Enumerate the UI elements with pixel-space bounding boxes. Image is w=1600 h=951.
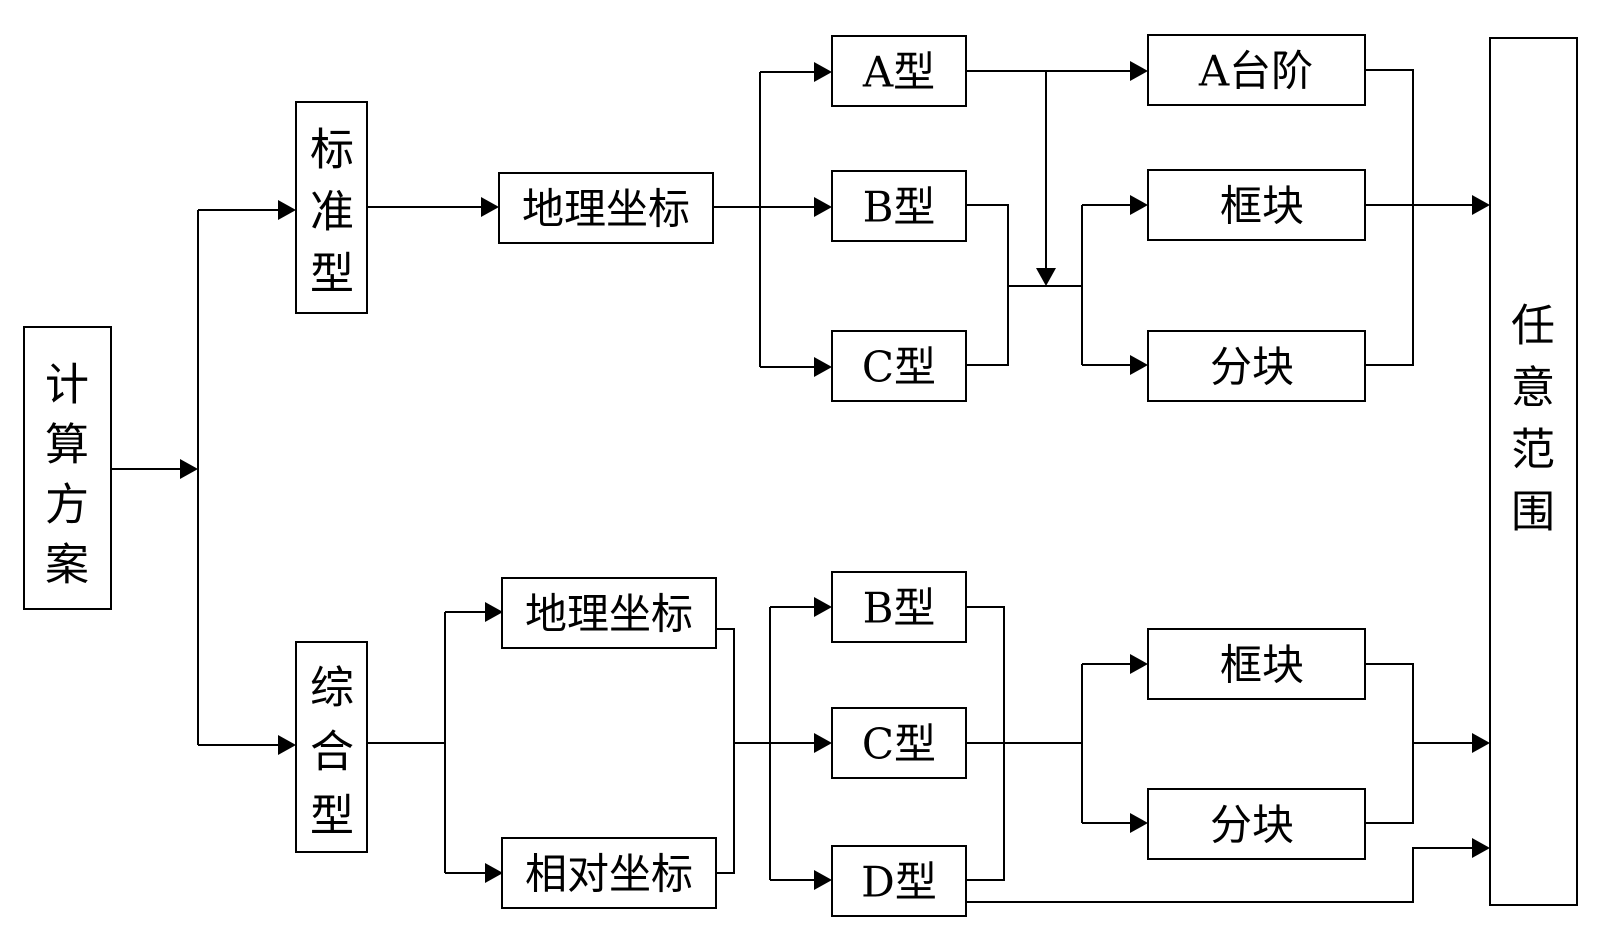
node-split-bot-label: 分块 [1210,801,1294,850]
node-standard-char-3: 型 [310,249,354,300]
arrow-to-standard [278,200,296,220]
node-plan-char-2: 算 [45,420,89,471]
node-type-d-label: D型 [861,858,937,907]
arrow-to-integrated [278,735,296,755]
node-geo-bottom-label: 地理坐标 [525,590,693,639]
node-a-step: A台阶 [1147,34,1366,106]
arrow-to-a-step [1130,61,1148,81]
node-plan-char-4: 案 [45,540,89,591]
arrow-to-relative [485,863,503,883]
arrow-d-to-range [1472,838,1490,858]
wire-coords-collect [716,628,735,874]
arrow-bot-to-range [1472,733,1490,753]
node-a-step-label: A台阶 [1198,47,1313,96]
node-standard-char-2: 准 [310,187,354,238]
node-type-a: A型 [831,35,967,107]
node-plan-char-3: 方 [45,480,89,531]
node-type-c-bot: C型 [831,707,967,779]
node-type-c-bot-label: C型 [862,720,936,769]
node-split-top-label: 分块 [1210,343,1294,392]
arrow-to-split-top [1130,355,1148,375]
node-type-b-bot: B型 [831,571,967,643]
node-geo-top: 地理坐标 [498,172,714,244]
arrow-to-type-a [814,62,832,82]
arrow-to-frame-top [1130,195,1148,215]
node-geo-top-label: 地理坐标 [522,185,690,234]
node-standard-char-1: 标 [310,125,354,176]
node-frame-bot-label: 框块 [1220,641,1304,690]
node-any-range-char-2: 意 [1511,363,1555,414]
node-type-b-bot-label: B型 [863,584,936,633]
arrow-to-split-bot [1130,813,1148,833]
node-split-bot: 分块 [1147,788,1366,860]
arrow-to-type-d [814,870,832,890]
connectors [110,61,1490,903]
node-type-b-top-label: B型 [863,183,936,232]
node-plan: 计 算 方 案 [23,326,112,610]
arrow-to-geo-bottom [485,602,503,622]
node-type-a-label: A型 [862,48,935,97]
node-integrated-char-3: 型 [310,791,354,842]
arrow-standard-geo [481,197,499,217]
node-geo-bottom: 地理坐标 [501,577,717,649]
node-type-b-top: B型 [831,170,967,242]
arrow-a-branch-down [1036,268,1056,286]
node-frame-top: 框块 [1147,169,1366,241]
arrow-to-frame-bot [1130,654,1148,674]
node-standard: 标 准 型 [295,101,368,314]
node-any-range: 任 意 范 围 [1489,37,1578,906]
arrow-to-type-b-bot [814,597,832,617]
wire-type-d-direct [966,847,1474,903]
node-integrated-char-2: 合 [310,727,354,778]
node-type-d: D型 [831,845,967,917]
node-relative: 相对坐标 [501,837,717,909]
node-relative-label: 相对坐标 [525,850,693,899]
node-frame-bot: 框块 [1147,628,1366,700]
node-frame-top-label: 框块 [1220,182,1304,231]
arrow-top-to-range [1472,195,1490,215]
wire-bot-out-collect [1365,663,1414,824]
arrow-to-type-c-top [814,357,832,377]
arrow-to-type-b-top [814,197,832,217]
arrow-to-type-c-bot [814,733,832,753]
node-split-top: 分块 [1147,330,1366,402]
node-any-range-char-1: 任 [1511,301,1555,352]
node-integrated-char-1: 综 [310,663,354,714]
node-any-range-char-3: 范 [1511,425,1555,476]
wire-top-out-collect [1365,69,1414,366]
node-any-range-char-4: 围 [1511,487,1555,538]
node-type-c-top-label: C型 [862,343,936,392]
node-plan-char-1: 计 [45,360,89,411]
node-type-c-top: C型 [831,330,967,402]
arrow-plan-split [180,459,198,479]
wire-type-b-top-out [966,204,1009,366]
node-integrated: 综 合 型 [295,641,368,853]
